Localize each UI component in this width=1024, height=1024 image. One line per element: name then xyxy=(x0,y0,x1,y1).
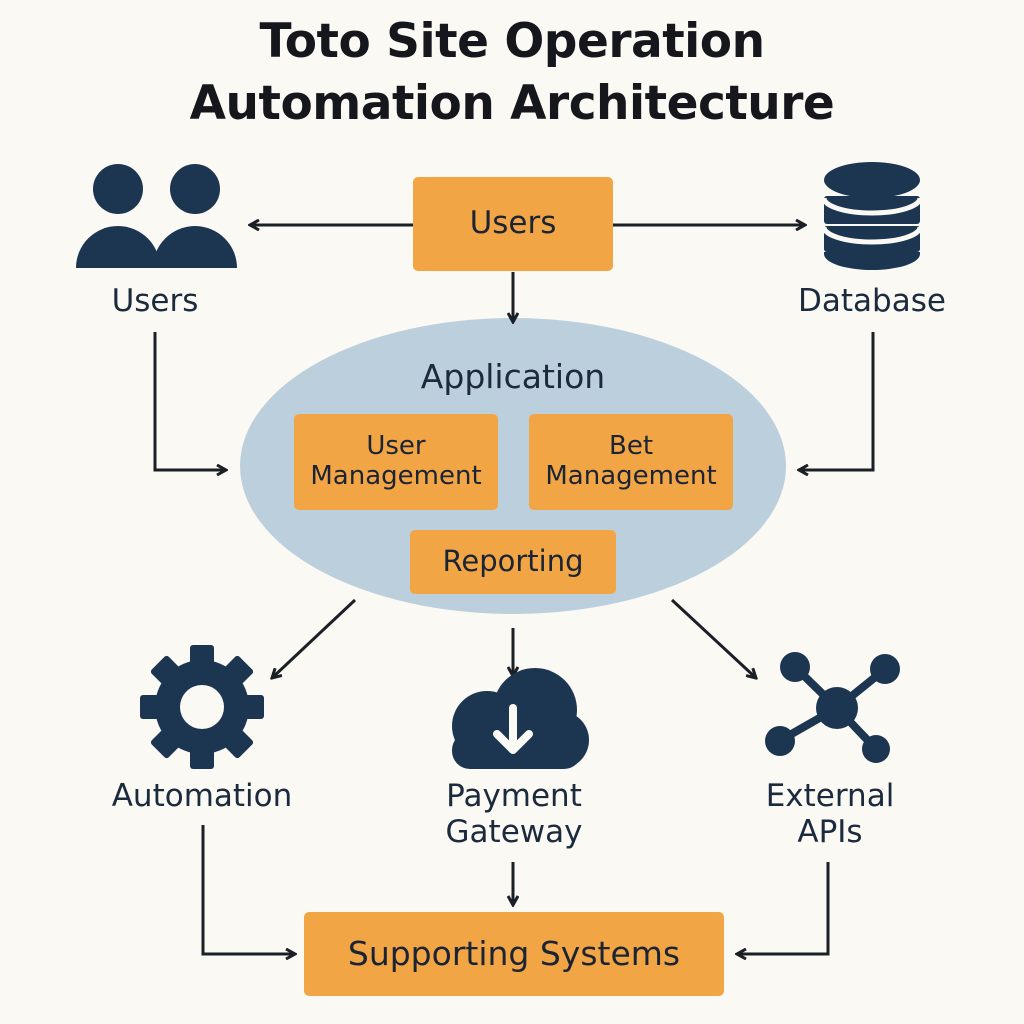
arrow-automation-to-supporting xyxy=(201,825,295,954)
user-management-line-2: Management xyxy=(310,461,482,491)
user-management-box: User Management xyxy=(294,414,498,510)
application-ellipse xyxy=(240,318,786,614)
diagram-title-line-1: Toto Site Operation xyxy=(259,14,765,69)
reporting-label: Reporting xyxy=(442,544,584,579)
arrow-external-to-supporting xyxy=(737,862,830,954)
users-box-label: Users xyxy=(469,205,557,242)
users-box: Users xyxy=(413,177,613,271)
user-management-line-1: User xyxy=(366,431,426,462)
payment-line-1: Payment xyxy=(446,778,582,814)
bet-management-line-2: Management xyxy=(545,461,717,491)
external-apis-label: External APIs xyxy=(730,778,930,850)
automation-label: Automation xyxy=(111,778,293,814)
arrow-application-to-automation xyxy=(272,598,357,678)
database-label: Database xyxy=(798,283,946,319)
bet-management-box: Bet Management xyxy=(529,414,733,510)
bet-management-line-1: Bet xyxy=(608,431,654,462)
payment-gateway-label: Payment Gateway xyxy=(404,778,624,850)
users-label: Users xyxy=(111,283,199,319)
supporting-systems-label: Supporting Systems xyxy=(347,934,681,974)
application-label: Application xyxy=(420,357,606,396)
external-line-2: APIs xyxy=(797,813,863,850)
diagram-title-line-2: Automation Architecture xyxy=(189,76,835,131)
supporting-systems-box: Supporting Systems xyxy=(304,912,724,996)
external-line-1: External xyxy=(765,778,895,814)
reporting-box: Reporting xyxy=(410,530,616,594)
payment-line-2: Gateway xyxy=(445,813,583,850)
arrow-users-to-application xyxy=(153,332,226,470)
arrow-application-to-external xyxy=(670,598,756,678)
arrow-database-to-application xyxy=(799,332,875,470)
